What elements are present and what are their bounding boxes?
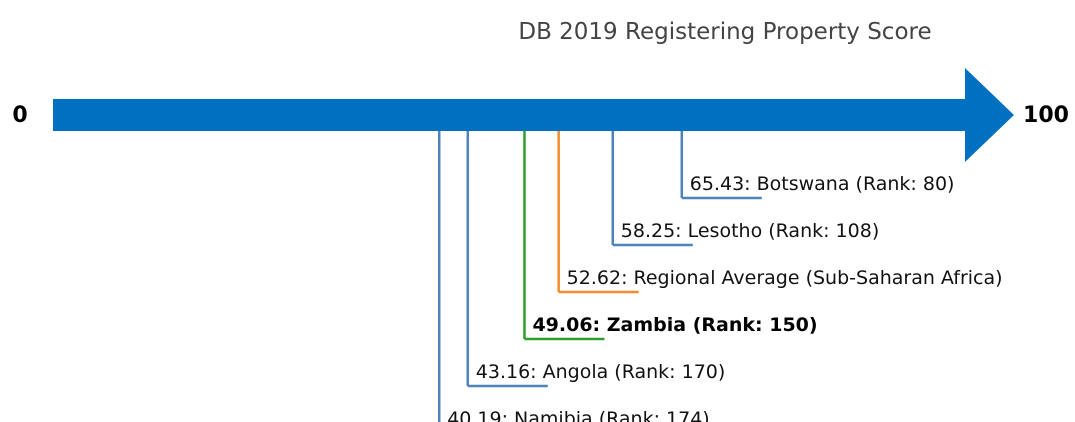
data-label: 40.19: Namibia (Rank: 174) [447, 408, 710, 422]
chart-marks: 65.43: Botswana (Rank: 80) 58.25: Lesotho… [437, 131, 1003, 422]
data-label: 43.16: Angola (Rank: 170) [476, 361, 726, 383]
chart-title: DB 2019 Registering Property Score [518, 19, 931, 45]
axis-arrow [53, 68, 1014, 162]
data-label: 52.62: Regional Average (Sub-Saharan Afr… [567, 267, 1003, 289]
axis-max-label: 100 [1023, 103, 1069, 128]
data-label: 65.43: Botswana (Rank: 80) [690, 173, 955, 195]
axis-min-label: 0 [12, 103, 27, 128]
data-label: 49.06: Zambia (Rank: 150) [532, 314, 817, 336]
data-label: 58.25: Lesotho (Rank: 108) [621, 220, 879, 242]
